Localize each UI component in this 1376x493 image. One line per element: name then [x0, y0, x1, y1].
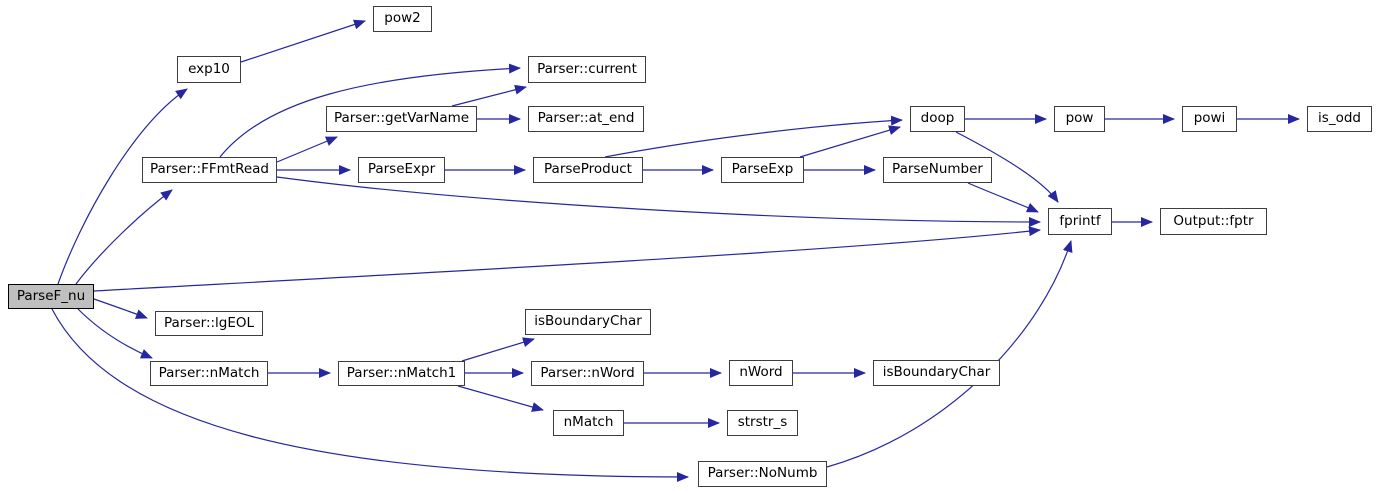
edge-nmatch1-nmatch-small [457, 385, 544, 412]
node-nword[interactable]: nWord [729, 360, 793, 386]
node-output-fptr[interactable]: Output::fptr [1160, 208, 1267, 235]
node-parser-ffmtread[interactable]: Parser::FFmtRead [142, 157, 277, 183]
edge-parseproduct-doop [604, 115, 903, 158]
node-nmatch[interactable]: nMatch [553, 410, 624, 436]
node-parser-nmatch1[interactable]: Parser::nMatch1 [338, 361, 465, 386]
node-parsenumber[interactable]: ParseNumber [883, 157, 992, 183]
edge-nmatch1-isboundarychar [461, 337, 535, 362]
edge-exp10-pow2 [240, 19, 366, 63]
node-strstr-s[interactable]: strstr_s [727, 410, 798, 436]
node-isboundarychar-1[interactable]: isBoundaryChar [525, 309, 651, 335]
edge-ffmtread-getvarname [276, 136, 338, 163]
edge-parsef-nu-lgeol [93, 298, 148, 319]
edge-parseexp-doop [799, 125, 901, 158]
node-parser-at-end[interactable]: Parser::at_end [528, 106, 644, 132]
node-fprintf[interactable]: fprintf [1048, 208, 1112, 235]
edge-parsef-nu-exp10 [57, 88, 188, 285]
node-parse-f-nu: ParseF_nu [8, 284, 94, 309]
node-parser-nmatch[interactable]: Parser::nMatch [150, 361, 268, 386]
edge-parsef-nu-fprintf [93, 226, 1041, 292]
edge-parsef-nu-nmatch [77, 308, 153, 359]
edge-parsef-nu-ffmtread [75, 189, 173, 285]
node-parser-nonumb[interactable]: Parser::NoNumb [698, 461, 827, 487]
node-pow[interactable]: pow [1054, 106, 1105, 132]
node-parser-lgeol[interactable]: Parser::lgEOL [155, 311, 263, 336]
node-parseproduct[interactable]: ParseProduct [533, 157, 643, 183]
node-exp10[interactable]: exp10 [177, 56, 241, 83]
node-parser-current[interactable]: Parser::current [528, 56, 646, 83]
node-parseexpr[interactable]: ParseExpr [358, 157, 445, 183]
node-parseexp[interactable]: ParseExp [721, 157, 804, 183]
node-parser-nword[interactable]: Parser::nWord [531, 361, 644, 386]
node-parser-getvarname[interactable]: Parser::getVarName [326, 106, 477, 132]
edge-doop-fprintf [955, 131, 1059, 203]
node-pow2[interactable]: pow2 [373, 6, 432, 32]
node-powi[interactable]: powi [1182, 106, 1237, 132]
node-doop[interactable]: doop [910, 106, 965, 132]
edge-parsef-nu-nonumb [51, 308, 689, 482]
edge-getvarname-current [451, 84, 527, 107]
node-is-odd[interactable]: is_odd [1307, 106, 1372, 132]
edge-nonumb-fprintf [826, 240, 1073, 468]
edge-ffmtread-current [219, 63, 521, 158]
node-isboundarychar-2[interactable]: isBoundaryChar [873, 360, 1000, 386]
edge-parsenumber-fprintf [967, 182, 1039, 213]
edge-ffmtread-fprintf [276, 176, 1041, 227]
